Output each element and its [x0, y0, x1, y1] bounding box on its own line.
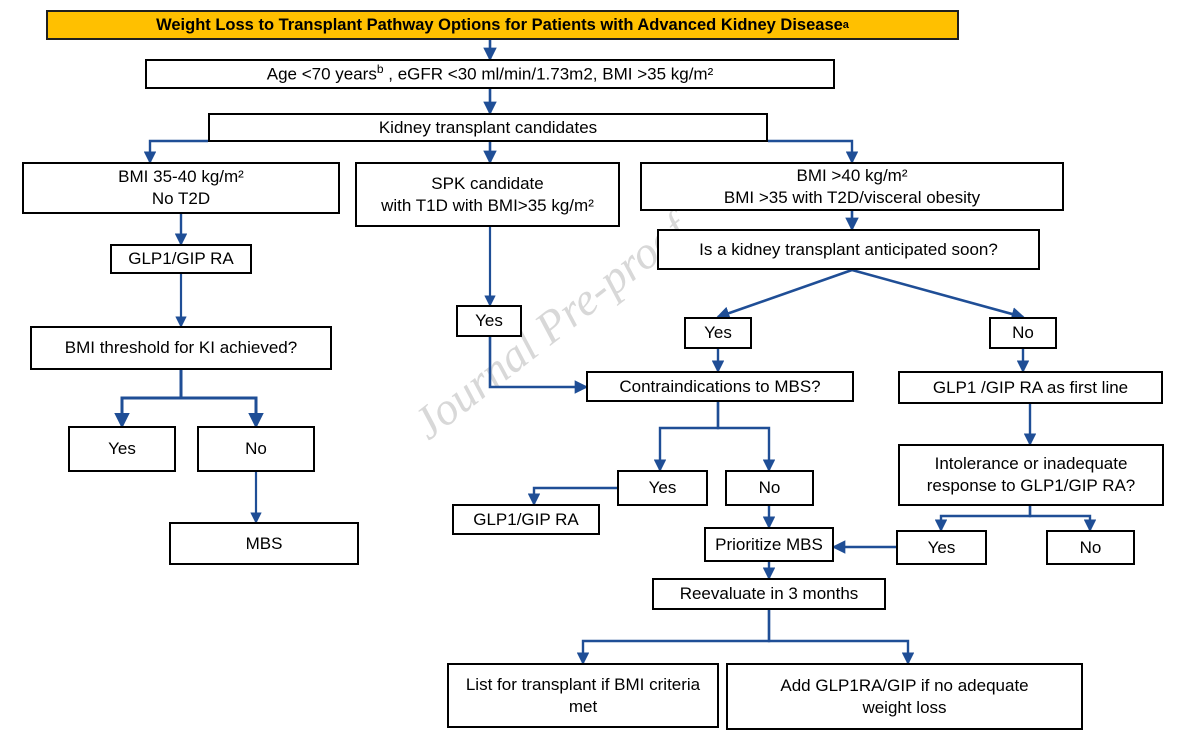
bmi3540-line2: No T2D: [151, 189, 211, 208]
mbs-label: MBS: [245, 533, 283, 553]
node-contra-yes: Yes: [617, 470, 708, 506]
contra-label: Contraindications to MBS?: [619, 376, 821, 396]
figure-title-text: Weight Loss to Transplant Pathway Option…: [156, 15, 843, 34]
criteria-superscript: b: [376, 62, 384, 77]
add-glp1-line1: Add GLP1RA/GIP if no adequate: [780, 675, 1029, 695]
criteria-text-1: Age <70 years: [266, 64, 377, 84]
node-reevaluate-in-3-months: Reevaluate in 3 months: [652, 578, 886, 610]
bmi40-line1: BMI >40 kg/m²: [796, 165, 908, 185]
node-kidney-transplant-candidates: Kidney transplant candidates: [208, 113, 768, 142]
intol-yes-label: Yes: [927, 537, 956, 557]
edge-intolerance-split-yes: [934, 506, 1032, 532]
spk-yes-label: Yes: [475, 311, 503, 331]
glp1-mid-label: GLP1/GIP RA: [473, 509, 579, 529]
node-transplant-anticipated-soon: Is a kidney transplant anticipated soon?: [657, 229, 1040, 270]
soon-yes-label: Yes: [704, 323, 732, 343]
edge-candidates-to-bmi3540: [143, 139, 208, 164]
node-list-for-transplant: List for transplant if BMI criteria met: [447, 663, 719, 728]
intolerance-line1: Intolerance or inadequate: [934, 454, 1128, 474]
bmi-threshold-label: BMI threshold for KI achieved?: [64, 338, 298, 358]
edge-reevaluate-to-listtransplant: [576, 610, 771, 665]
node-spk-candidate: SPK candidate with T1D with BMI>35 kg/m²: [355, 162, 620, 227]
reevaluate-label: Reevaluate in 3 months: [679, 584, 859, 604]
candidates-label: Kidney transplant candidates: [378, 117, 598, 137]
node-threshold-yes: Yes: [68, 426, 176, 472]
node-mbs: MBS: [169, 522, 359, 565]
node-bmi-over-40: BMI >40 kg/m² BMI >35 with T2D/visceral …: [640, 162, 1064, 211]
node-bmi-threshold-achieved: BMI threshold for KI achieved?: [30, 326, 332, 370]
spk-line2: with T1D with BMI>35 kg/m²: [381, 195, 594, 215]
prioritize-mbs-label: Prioritize MBS: [715, 534, 823, 554]
edge-candidates-to-bmi40: [768, 139, 859, 164]
intol-no-label: No: [1079, 537, 1102, 557]
edge-reevaluate-to-addglp1: [767, 610, 915, 665]
edge-contra-split-yes: [653, 402, 720, 472]
node-contraindications-to-mbs: Contraindications to MBS?: [586, 371, 854, 402]
node-intolerance-or-inadequate-response: Intolerance or inadequate response to GL…: [898, 444, 1164, 506]
add-glp1-line2: weight loss: [862, 697, 947, 717]
edge-bmithreshold-split-yes: [114, 370, 183, 429]
edge-transplantsoon-to-no: [851, 268, 1026, 321]
node-glp1-gip-ra-left: GLP1/GIP RA: [110, 244, 252, 274]
edge-bmithreshold-split-no: [179, 370, 264, 429]
spk-line1: SPK candidate: [431, 173, 544, 193]
edge-intolerance-split-no: [1028, 506, 1097, 532]
node-soon-no: No: [989, 317, 1057, 349]
transplant-soon-label: Is a kidney transplant anticipated soon?: [699, 239, 998, 259]
figure-title-superscript: a: [842, 19, 849, 31]
node-intolerance-yes: Yes: [896, 530, 987, 565]
list-transplant-line1: List for transplant if BMI criteria: [465, 674, 701, 694]
intolerance-line2: response to GLP1/GIP RA?: [926, 476, 1136, 495]
contra-no-label: No: [758, 478, 781, 498]
node-threshold-no: No: [197, 426, 315, 472]
glp1-first-line-label: GLP1 /GIP RA as first line: [932, 377, 1129, 397]
thresh-yes-label: Yes: [108, 439, 136, 459]
node-contra-no: No: [725, 470, 814, 506]
node-add-glp1ra-gip: Add GLP1RA/GIP if no adequate weight los…: [726, 663, 1083, 730]
edge-contra-split-no: [716, 402, 776, 472]
figure-title-banner: Weight Loss to Transplant Pathway Option…: [46, 10, 959, 40]
thresh-no-label: No: [245, 439, 267, 459]
edge-spkyes-to-contra: [488, 337, 589, 394]
node-prioritize-mbs: Prioritize MBS: [704, 527, 834, 562]
bmi40-line2: BMI >35 with T2D/visceral obesity: [723, 187, 981, 207]
edge-transplantsoon-to-yes: [715, 268, 853, 320]
node-glp1-gip-ra-first-line: GLP1 /GIP RA as first line: [898, 371, 1163, 404]
node-glp1-gip-ra-middle: GLP1/GIP RA: [452, 504, 600, 535]
list-transplant-line2: met: [568, 696, 598, 716]
node-spk-yes: Yes: [456, 305, 522, 337]
glp1-left-label: GLP1/GIP RA: [128, 249, 234, 269]
node-soon-yes: Yes: [684, 317, 752, 349]
node-eligibility-criteria: Age <70 yearsb , eGFR <30 ml/min/1.73m2,…: [145, 59, 835, 89]
node-intolerance-no: No: [1046, 530, 1135, 565]
bmi3540-line1: BMI 35-40 kg/m²: [118, 167, 244, 187]
edge-contrayes-to-glp1mid: [527, 486, 617, 506]
contra-yes-label: Yes: [648, 478, 677, 498]
node-bmi-35-40: BMI 35-40 kg/m² No T2D: [22, 162, 340, 214]
criteria-text-2: , eGFR <30 ml/min/1.73m2, BMI >35 kg/m²: [383, 64, 714, 84]
soon-no-label: No: [1012, 323, 1034, 343]
